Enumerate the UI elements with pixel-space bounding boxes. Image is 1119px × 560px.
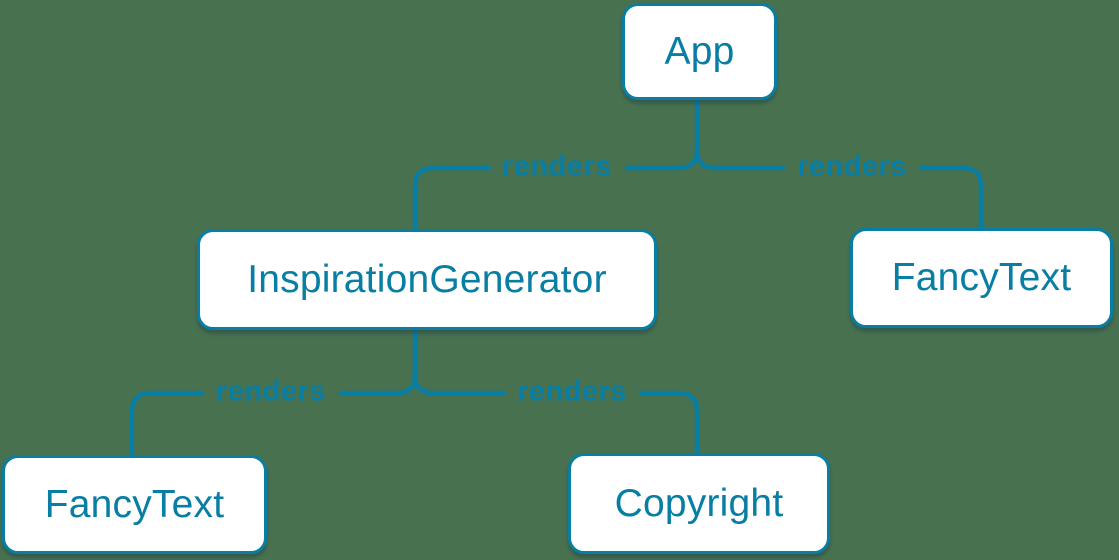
node-label: App [664, 29, 735, 73]
edge-label-renders-inspiration-copyright: renders [517, 375, 627, 408]
edge-label-renders-app-fancytext: renders [797, 150, 907, 183]
edge-label-renders-app-inspiration: renders [502, 150, 612, 183]
node-fancy-text-bottom: FancyText [2, 455, 267, 554]
node-fancy-text-right: FancyText [850, 228, 1113, 328]
node-label: FancyText [891, 256, 1072, 299]
node-app: App [622, 3, 777, 100]
node-copyright: Copyright [568, 453, 830, 554]
node-label: InspirationGenerator [247, 257, 607, 301]
edge-inspiration-generator-to-copyright [412, 372, 700, 456]
node-inspiration-generator: InspirationGenerator [197, 229, 657, 330]
node-label: FancyText [44, 482, 225, 526]
node-label: Copyright [614, 481, 784, 525]
edge-app-to-fancy-text [694, 147, 984, 231]
edge-label-renders-inspiration-fancytext: renders [216, 375, 326, 408]
